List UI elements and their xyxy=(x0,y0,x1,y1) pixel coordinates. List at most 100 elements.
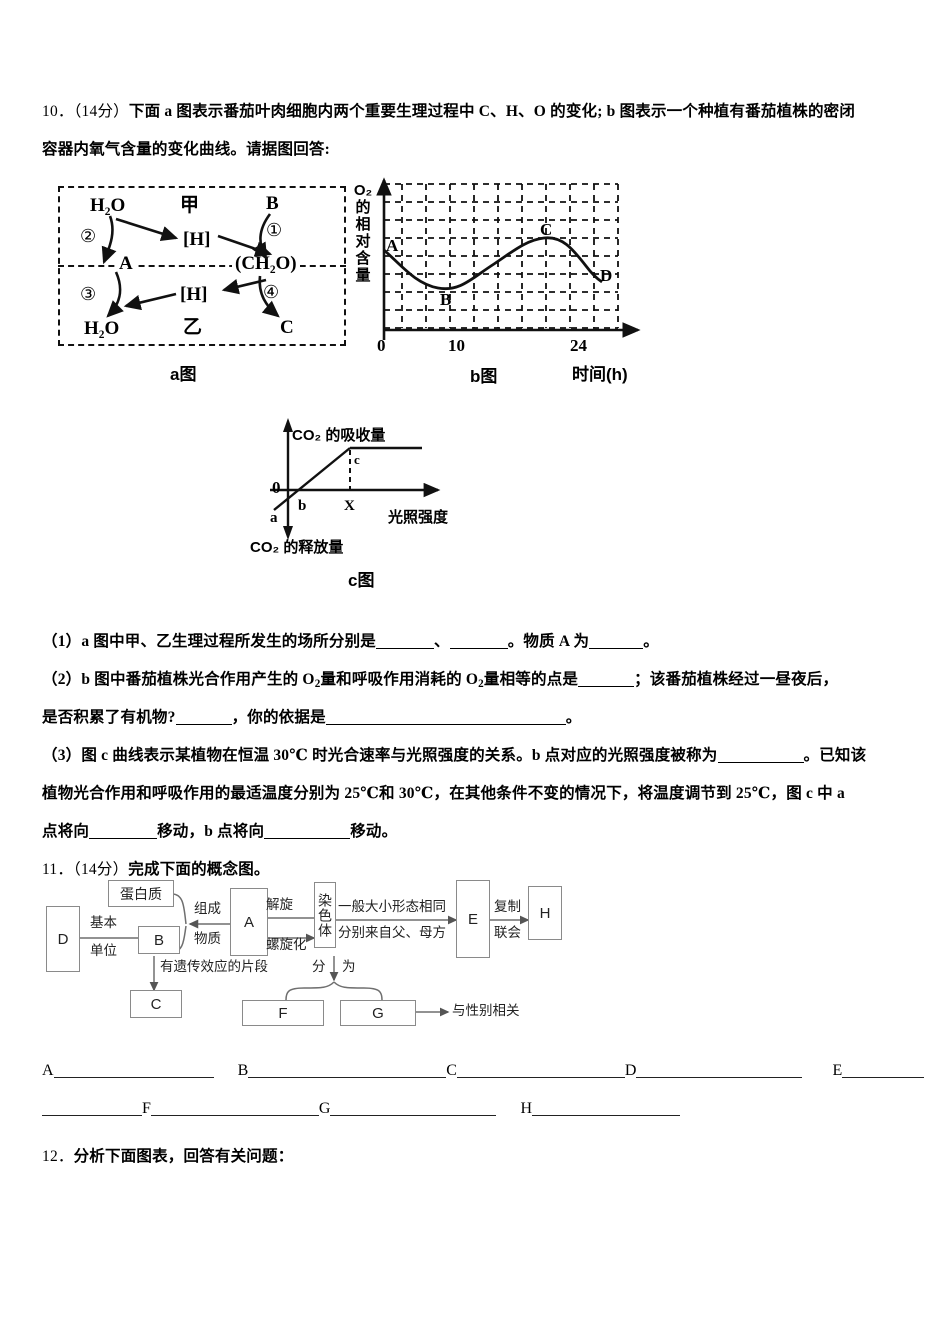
concept-label-divide-1: 分 xyxy=(312,959,326,974)
concept-label-unwind: 解旋 xyxy=(266,897,293,912)
concept-label-compose-1: 组成 xyxy=(194,901,221,916)
figure-b-plot xyxy=(376,177,641,340)
q10-sub3-line3-c: 移动。 xyxy=(350,823,398,840)
q10-sub2-blank-3[interactable] xyxy=(325,710,566,725)
question-10-number: 10． xyxy=(42,103,74,120)
answer-blank-F[interactable] xyxy=(150,1102,319,1116)
answer-blank-D[interactable] xyxy=(636,1064,803,1078)
q10-sub2-b: 量和呼吸作用消耗的 O xyxy=(320,671,479,688)
step-circle-3: ③ xyxy=(80,284,97,305)
q10-sub2-blank-1[interactable] xyxy=(578,672,635,687)
figure-c-plot xyxy=(270,418,441,540)
label-process-jia: 甲 xyxy=(180,195,200,216)
q10-sub1-end: 。 xyxy=(643,633,659,650)
answer-letter-A: A xyxy=(42,1062,54,1079)
answer-blank-E[interactable] xyxy=(842,1064,925,1078)
concept-label-replicate: 复制 xyxy=(494,899,521,914)
question-11-stem-text: 完成下面的概念图。 xyxy=(128,861,270,878)
question-10-stem-line2: 容器内氧气含量的变化曲线。请据图回答: xyxy=(42,131,330,169)
q10-sub2-blank-2[interactable] xyxy=(175,710,232,725)
answer-letter-B: B xyxy=(237,1062,249,1079)
question-10-sub-3-line3: 点将向移动，b 点将向移动。 xyxy=(42,813,397,851)
label-h-bracket-bottom: [H] xyxy=(180,284,208,305)
concept-label-basic-1: 基本 xyxy=(90,915,117,930)
concept-box-H: H xyxy=(528,886,562,940)
figure-c-y-axis-title-negative: CO₂ 的释放量 xyxy=(250,539,344,556)
concept-label-same-size-shape: 一般大小形态相同 xyxy=(338,899,446,914)
concept-box-D: D xyxy=(46,906,80,972)
q10-sub1-blank-1[interactable] xyxy=(375,634,434,649)
label-process-yi: 乙 xyxy=(183,317,203,338)
concept-label-spiralize: 螺旋化 xyxy=(266,937,307,952)
figure-b-point-A: A xyxy=(386,236,399,255)
label-c-node: C xyxy=(280,317,294,338)
label-ch2o-node: (CH₂O) xyxy=(232,254,300,273)
y-axis-char-2: 相 xyxy=(355,216,371,233)
figure-c-point-a: a xyxy=(270,510,278,526)
label-h2o-top: H₂O xyxy=(90,195,126,216)
q10-sub2-line2-a: 是否积累了有机物? xyxy=(42,709,176,726)
question-10-sub-3-line2: 植物光合作用和呼吸作用的最适温度分别为 25℃和 30℃，在其他条件不变的情况下… xyxy=(42,775,845,813)
figure-a-divider xyxy=(58,265,346,267)
q10-sub1-blank-2[interactable] xyxy=(449,634,508,649)
answer-blank-H[interactable] xyxy=(532,1102,681,1116)
question-11-marks: （14分） xyxy=(73,861,129,878)
y-axis-char-5: 量 xyxy=(355,267,371,284)
figure-c: CO₂ 的吸收量 CO₂ 的释放量 光照强度 0 a b c X xyxy=(250,410,540,585)
answer-blank-G[interactable] xyxy=(330,1102,497,1116)
concept-label-basic-2: 单位 xyxy=(90,943,117,958)
concept-label-genetic-segment: 有遗传效应的片段 xyxy=(160,959,268,974)
q10-sub2-subscript-1: 2 xyxy=(314,678,321,691)
concept-label-from-parents: 分别来自父、母方 xyxy=(338,925,446,940)
q10-sub3-line2: 植物光合作用和呼吸作用的最适温度分别为 25℃和 30℃，在其他条件不变的情况下… xyxy=(42,785,845,802)
figure-b-caption: b图 xyxy=(470,367,498,386)
question-10-stem-text-1: 下面 a 图表示番茄叶肉细胞内两个重要生理过程中 C、H、O 的变化; b 图表… xyxy=(128,103,856,120)
answer-letter-F: F xyxy=(142,1100,151,1117)
concept-map: 蛋白质 A B C D 染色体 E H F G 组成 物质 基本 单位 有遗传效… xyxy=(42,876,602,1036)
q10-sub2-subscript-2: 2 xyxy=(478,678,484,691)
concept-box-E: E xyxy=(456,880,490,958)
figure-b-point-D: D xyxy=(600,266,613,285)
q10-sub1-blank-3[interactable] xyxy=(589,634,644,649)
figure-b-xtick-10: 10 xyxy=(448,336,465,355)
answer-blank-A[interactable] xyxy=(53,1064,214,1078)
question-11-stem: 11．（14分）完成下面的概念图。 xyxy=(42,851,270,889)
question-10-stem-text-2: 容器内氧气含量的变化曲线。请据图回答: xyxy=(42,141,330,158)
answer-blank-B[interactable] xyxy=(248,1064,447,1078)
answer-blank-E-cont[interactable] xyxy=(42,1102,142,1116)
figure-a: H₂O 甲 B [H] ② ① A (CH₂O) ③ [H] ④ H₂O 乙 C xyxy=(58,186,346,346)
q10-sub3-line3-a: 点将向 xyxy=(42,823,90,840)
concept-label-sex-related: 与性别相关 xyxy=(452,1003,520,1018)
concept-label-divide-2: 为 xyxy=(342,959,356,974)
figure-b: O₂ 的 相 对 含 量 xyxy=(352,177,652,378)
figure-a-arrows xyxy=(101,213,280,318)
q10-sub3-blank-2[interactable] xyxy=(89,824,158,839)
figure-c-point-X: X xyxy=(344,498,355,514)
q10-sub1-mid1: 、 xyxy=(433,633,450,650)
figure-b-xtick-24: 24 xyxy=(570,336,587,355)
concept-box-A: A xyxy=(230,888,268,956)
q10-sub3-blank-1[interactable] xyxy=(717,748,804,763)
y-axis-char-4: 含 xyxy=(355,250,371,267)
y-axis-char-1: 的 xyxy=(355,199,371,216)
q10-sub1-prefix: （1）a 图中甲、乙生理过程所发生的场所分别是 xyxy=(42,633,376,650)
step-circle-4: ④ xyxy=(263,282,280,303)
question-12-number: 12． xyxy=(42,1148,74,1165)
concept-box-G: G xyxy=(340,1000,416,1026)
q10-sub3-blank-3[interactable] xyxy=(264,824,351,839)
figure-b-x-axis-title: 时间(h) xyxy=(572,365,628,384)
figure-a-caption: a图 xyxy=(170,365,197,384)
answer-letter-H: H xyxy=(520,1100,533,1117)
question-10-marks: （14分） xyxy=(73,103,129,120)
y-axis-char-3: 对 xyxy=(355,233,371,250)
concept-box-F: F xyxy=(242,1000,324,1026)
figure-c-origin-label: 0 xyxy=(272,478,281,497)
concept-box-chromosome: 染色体 xyxy=(314,882,336,948)
label-b-node: B xyxy=(266,193,279,214)
figure-c-point-c: c xyxy=(354,452,360,467)
figure-c-x-axis-title: 光照强度 xyxy=(388,509,449,526)
label-h-bracket-top: [H] xyxy=(183,229,211,250)
concept-label-synapsis: 联会 xyxy=(494,925,521,940)
answer-blank-C[interactable] xyxy=(456,1064,625,1078)
answer-letter-C: C xyxy=(446,1062,457,1079)
